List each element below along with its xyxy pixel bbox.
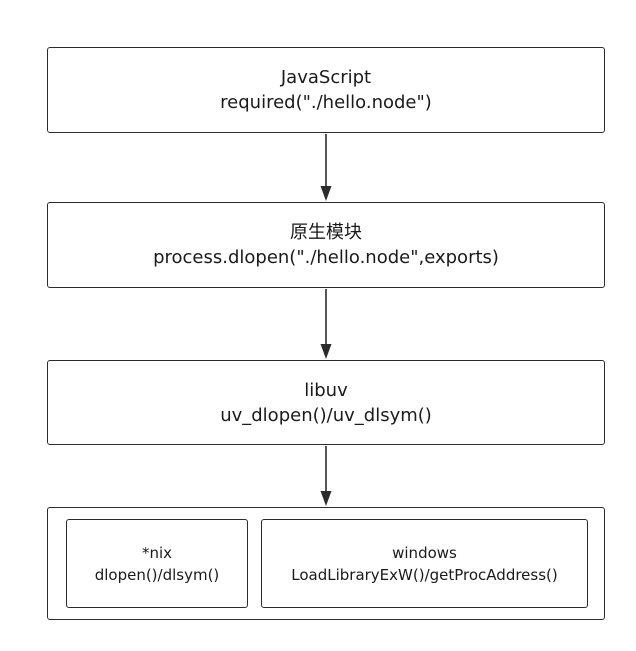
- native-module-node-title: 原生模块: [290, 222, 362, 243]
- libuv-node: libuv uv_dlopen()/uv_dlsym(): [47, 360, 605, 445]
- libuv-node-call: uv_dlopen()/uv_dlsym(): [220, 404, 432, 426]
- nix-node-title: *nix: [141, 543, 173, 562]
- libuv-node-title: libuv: [304, 379, 348, 401]
- native-module-node-call: process.dlopen("./hello.node",exports): [153, 247, 499, 268]
- arrow-native-to-libuv: [320, 289, 332, 359]
- javascript-node-call: required("./hello.node"): [220, 92, 432, 113]
- arrow-libuv-to-platforms: [320, 446, 332, 506]
- nix-node-call: dlopen()/dlsym(): [94, 565, 220, 584]
- nix-node: *nix dlopen()/dlsym(): [66, 519, 248, 608]
- native-module-node: 原生模块 process.dlopen("./hello.node",expor…: [47, 202, 605, 288]
- windows-node-call: LoadLibraryExW()/getProcAddress(): [291, 565, 558, 584]
- windows-node-title: windows: [392, 543, 457, 562]
- arrow-javascript-to-native: [320, 134, 332, 201]
- javascript-node-title: JavaScript: [280, 67, 372, 88]
- windows-node: windows LoadLibraryExW()/getProcAddress(…: [261, 519, 588, 608]
- javascript-node: JavaScript required("./hello.node"): [47, 47, 605, 133]
